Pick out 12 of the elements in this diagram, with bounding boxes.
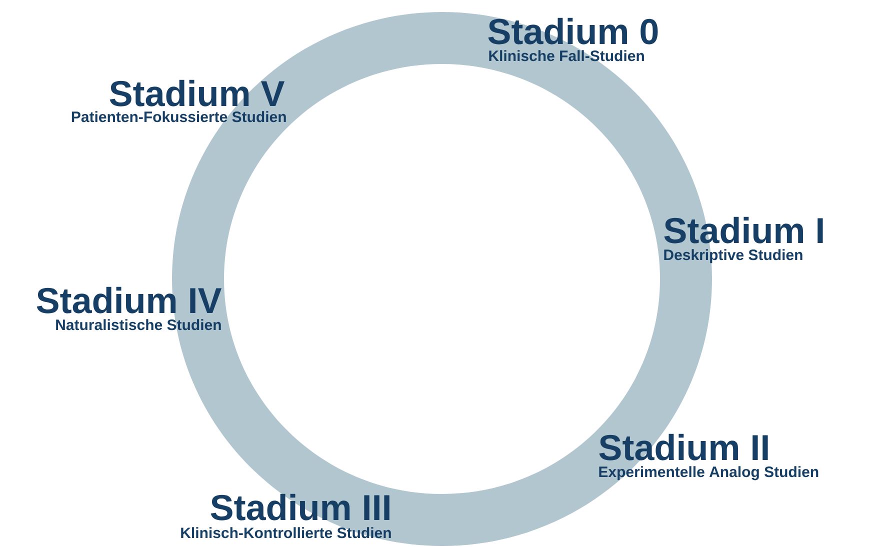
stage-heading: Stadium II bbox=[599, 434, 768, 460]
stage-heading: Stadium 0 bbox=[488, 18, 658, 44]
stage-heading: Stadium I bbox=[664, 216, 823, 244]
stage-subtitle: Experimentelle Analog Studien bbox=[599, 466, 818, 480]
stage-subtitle: Klinische Fall-Studien bbox=[489, 50, 644, 62]
stage-heading: Stadium III bbox=[210, 494, 390, 520]
stage-heading: Stadium V bbox=[110, 80, 285, 106]
stage-subtitle: Naturalistische Studien bbox=[56, 319, 221, 330]
stage-subtitle: Deskriptive Studien bbox=[664, 249, 802, 264]
stage-subtitle: Patienten-Fokussierte Studien bbox=[72, 111, 286, 122]
stage-heading: Stadium IV bbox=[36, 286, 222, 314]
stage-subtitle: Klinisch-Kontrollierte Studien bbox=[181, 527, 391, 538]
